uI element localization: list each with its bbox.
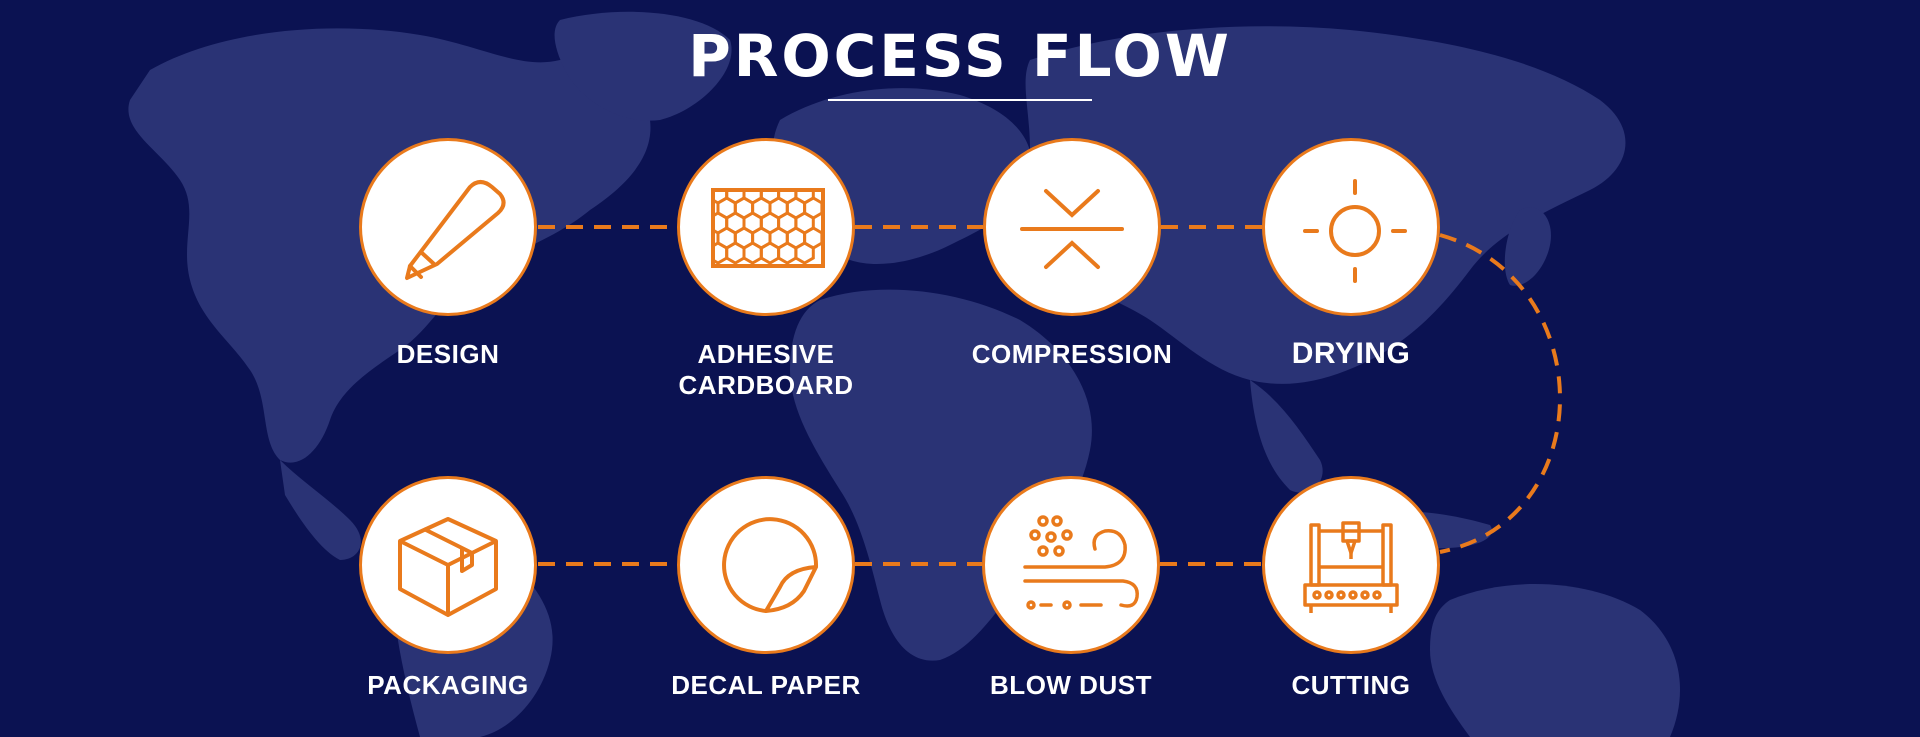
page-title: PROCESS FLOW <box>688 22 1232 90</box>
honeycomb-cell <box>725 241 746 265</box>
step-label-decal-paper: DECAL PAPER <box>671 670 861 700</box>
step-node-adhesive-cardboard <box>677 138 855 316</box>
step-label-design: DESIGN <box>396 339 500 369</box>
honeycomb-cell <box>777 241 798 265</box>
step-node-design <box>359 138 537 316</box>
cnc-machine-icon <box>1303 521 1399 613</box>
step-node-blow-dust <box>982 476 1160 654</box>
step-label-compression: COMPRESSION <box>971 339 1173 369</box>
step-node-cutting <box>1262 476 1440 654</box>
step-label-cutting: CUTTING <box>1291 670 1411 700</box>
decal-sticker-icon <box>722 517 819 613</box>
step-label-blow-dust: BLOW DUST <box>990 670 1152 700</box>
honeycomb-cell <box>759 241 781 265</box>
step-node-drying <box>1262 138 1440 316</box>
connector-drying-cutting <box>1439 233 1562 554</box>
honeycomb-cell <box>794 241 815 265</box>
step-node-packaging <box>359 476 537 654</box>
step-label-adhesive-cardboard: ADHESIVE CARDBOARD <box>678 339 854 400</box>
honeycomb-cell <box>742 241 763 265</box>
step-label-drying: DRYING <box>1291 337 1411 370</box>
step-node-compression <box>983 138 1161 316</box>
wind-dust-icon <box>1023 515 1139 610</box>
compression-icon <box>1020 189 1124 269</box>
pencil-icon <box>405 180 506 280</box>
box-icon <box>398 517 498 617</box>
step-node-decal-paper <box>677 476 855 654</box>
step-label-packaging: PACKAGING <box>367 670 529 700</box>
sun-icon <box>1303 179 1407 283</box>
honeycomb-icon <box>711 188 825 268</box>
title-underline <box>828 99 1092 101</box>
